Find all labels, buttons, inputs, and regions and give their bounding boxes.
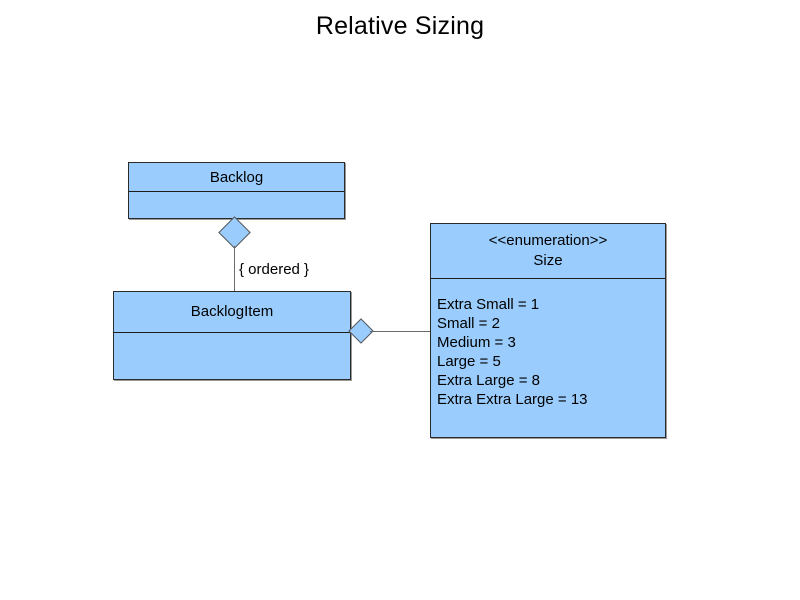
uml-enumeration-size[interactable]: <<enumeration>> Size Extra Small = 1 Smal… (430, 223, 666, 438)
backlog-attributes-compartment (129, 192, 344, 218)
constraint-label-ordered: { ordered } (239, 261, 310, 278)
enumeration-literal: Large = 5 (437, 353, 501, 370)
enumeration-literal: Medium = 3 (437, 334, 516, 351)
enumeration-literal: Extra Large = 8 (437, 372, 540, 389)
enumeration-literal: Small = 2 (437, 315, 500, 332)
enumeration-literal: Extra Small = 1 (437, 296, 540, 313)
uml-class-backlog[interactable]: Backlog (128, 162, 345, 219)
page-title: Relative Sizing (315, 12, 485, 40)
size-literals-compartment: Extra Small = 1 Small = 2 Medium = 3 Large … (431, 279, 665, 437)
association-line-backlogitem-size (370, 331, 431, 332)
backlog-class-name: Backlog (129, 163, 344, 192)
uml-class-backlogitem[interactable]: BacklogItem (113, 291, 351, 380)
size-enumeration-header: <<enumeration>> Size (431, 224, 665, 279)
size-stereotype: <<enumeration>> (488, 232, 608, 249)
backlogitem-class-name: BacklogItem (114, 292, 350, 333)
enumeration-literal: Extra Extra Large = 13 (437, 391, 588, 408)
backlogitem-attributes-compartment (114, 333, 350, 379)
association-line-backlog-backlogitem (234, 246, 235, 291)
size-class-name: Size (533, 252, 563, 269)
aggregation-diamond-backlog (218, 216, 251, 249)
